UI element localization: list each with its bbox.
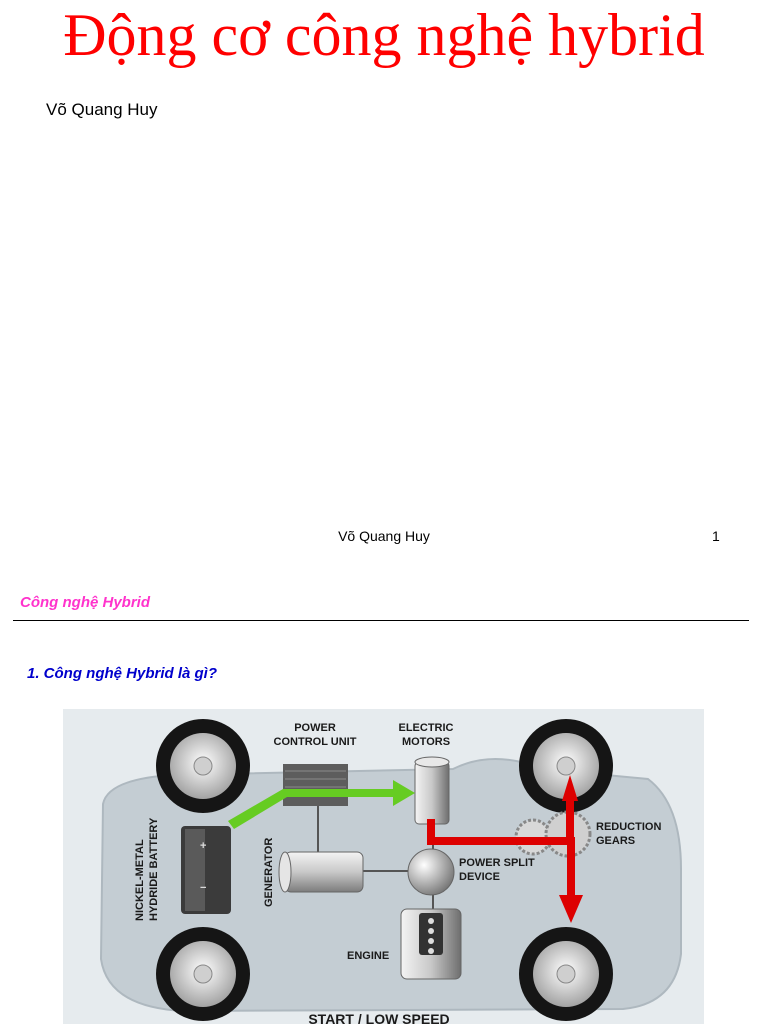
label-generator: GENERATOR bbox=[263, 838, 275, 907]
label-reduction-1: REDUCTION bbox=[596, 821, 661, 833]
green-power-arrow bbox=[228, 780, 415, 829]
wheel-front-right bbox=[519, 719, 613, 813]
label-battery-1: NICKEL-METAL bbox=[134, 839, 146, 921]
section-subheading: 1. Công nghệ Hybrid là gì? bbox=[27, 665, 218, 682]
heading-divider bbox=[13, 620, 749, 621]
engine bbox=[400, 908, 462, 980]
wheel-rear-left bbox=[156, 927, 250, 1021]
battery-minus: − bbox=[200, 882, 206, 894]
page-number: 1 bbox=[712, 528, 720, 544]
electric-motor bbox=[414, 756, 450, 825]
label-battery-2: HYDRIDE BATTERY bbox=[148, 817, 160, 921]
power-control-unit bbox=[283, 764, 348, 806]
label-split-1: POWER SPLIT bbox=[459, 857, 535, 869]
red-up-arrow bbox=[562, 775, 578, 837]
label-engine: ENGINE bbox=[347, 950, 389, 962]
label-electric-1: ELECTRIC bbox=[399, 722, 454, 734]
slide-author: Võ Quang Huy bbox=[46, 100, 158, 119]
label-power-control-2: CONTROL UNIT bbox=[274, 736, 357, 748]
wheel-front-left bbox=[156, 719, 250, 813]
hybrid-drivetrain-diagram: + − bbox=[63, 709, 704, 1024]
wheel-rear-right bbox=[519, 927, 613, 1021]
battery-plus: + bbox=[200, 840, 206, 852]
section-heading: Công nghệ Hybrid bbox=[20, 594, 150, 611]
label-power-control-1: POWER bbox=[294, 722, 336, 734]
label-split-2: DEVICE bbox=[459, 871, 500, 883]
diagram-caption: START / LOW SPEED bbox=[308, 1011, 449, 1024]
label-reduction-2: GEARS bbox=[596, 835, 635, 847]
red-power-arrow bbox=[427, 819, 583, 923]
generator bbox=[278, 851, 364, 893]
battery: + − bbox=[181, 826, 231, 914]
label-electric-2: MOTORS bbox=[402, 736, 450, 748]
footer-author: Võ Quang Huy bbox=[338, 528, 430, 544]
slide-title: Động cơ công nghệ hybrid bbox=[63, 2, 705, 68]
power-split-device bbox=[407, 848, 455, 896]
